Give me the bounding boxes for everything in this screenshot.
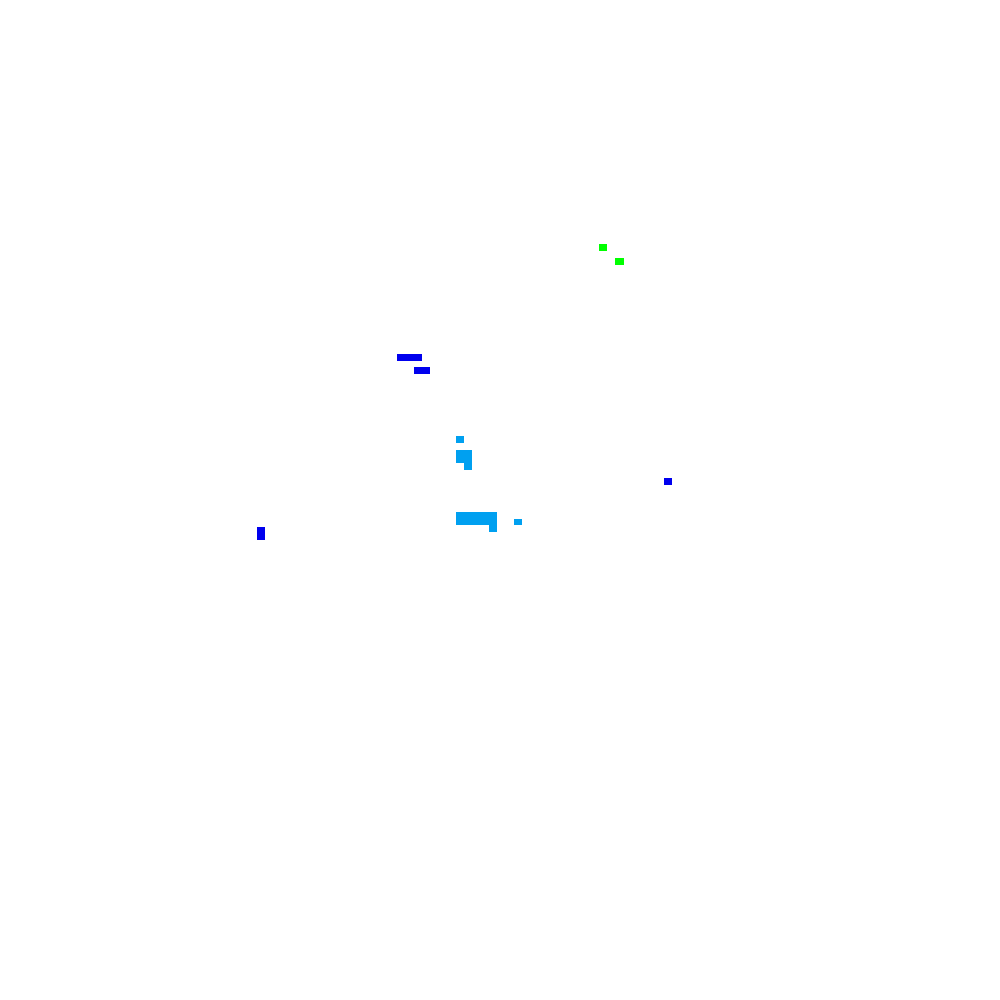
blue-blob (664, 478, 672, 485)
blue-blob (257, 527, 265, 540)
light-blue-blob (489, 525, 497, 532)
blue-blob (414, 367, 430, 374)
green-blob (599, 244, 607, 251)
light-blue-blob (456, 450, 472, 463)
green-blob (615, 258, 624, 265)
blue-blob (397, 354, 422, 361)
light-blue-blob (464, 463, 472, 470)
light-blue-blob (456, 512, 497, 525)
light-blue-blob (456, 436, 464, 443)
light-blue-blob (514, 519, 522, 525)
